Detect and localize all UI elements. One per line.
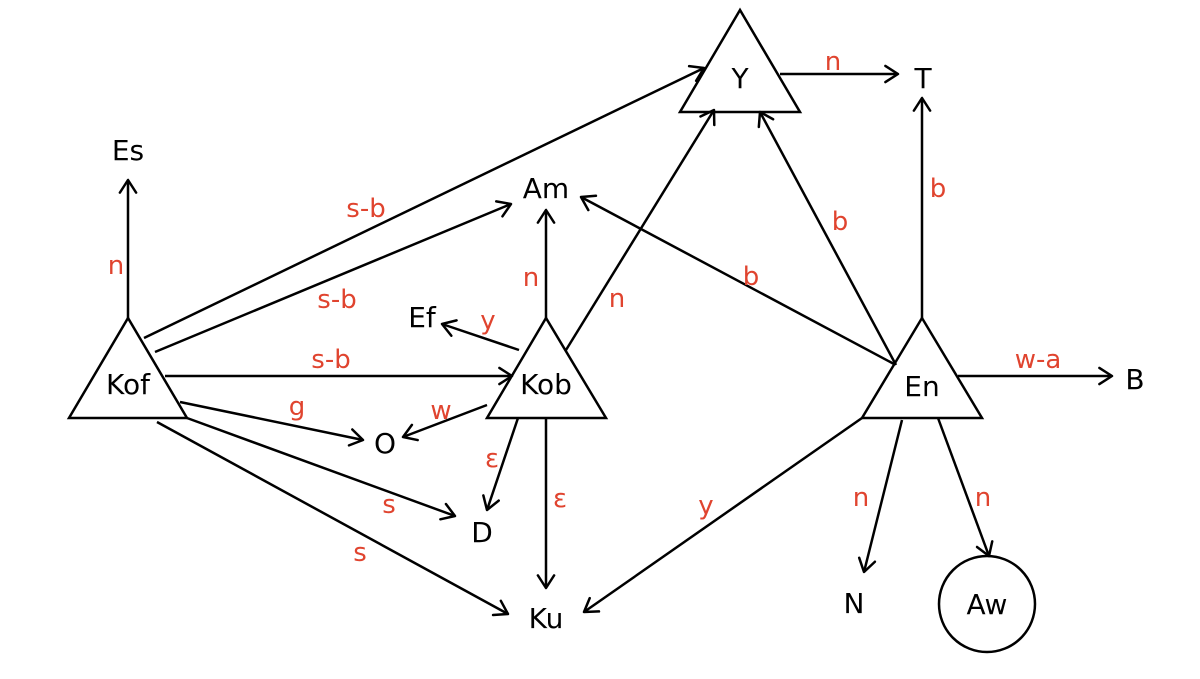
arrowhead-en-aw xyxy=(975,540,994,558)
node-ef: Ef xyxy=(408,301,437,334)
arrowhead-kob-ku xyxy=(536,574,556,590)
edge-label-en-aw: n xyxy=(975,483,991,513)
edge-en-am xyxy=(580,195,895,366)
arrowhead-en-b xyxy=(1098,366,1114,386)
arrowhead-kof-d xyxy=(439,502,457,521)
edge-en-ku xyxy=(583,416,863,614)
arrowhead-kof-kob xyxy=(498,366,514,386)
edge-kof-ku xyxy=(156,420,509,616)
edge-en-y xyxy=(758,111,898,366)
edge-label-kob-am: n xyxy=(523,263,539,293)
edge-label-kof-es: n xyxy=(108,251,124,281)
node-b: B xyxy=(1125,363,1144,396)
edge-label-kof-o: g xyxy=(289,392,306,422)
arrowhead-kob-ef xyxy=(440,319,458,337)
edge-label-en-ku: y xyxy=(698,491,713,521)
node-es: Es xyxy=(112,134,144,167)
edge-label-y-t: n xyxy=(825,47,841,77)
edge-label-en-y: b xyxy=(832,207,849,237)
edge-kob-o xyxy=(402,403,488,439)
arrowhead-kof-o xyxy=(347,428,365,447)
node-kof-triangle xyxy=(66,315,190,420)
arrowhead-y-t xyxy=(884,64,900,84)
arrowhead-en-t xyxy=(912,96,932,112)
edge-label-kob-o: w xyxy=(430,396,451,426)
edge-kob-ef xyxy=(441,322,520,352)
edge-label-en-n: n xyxy=(853,483,869,513)
node-y: Y xyxy=(730,62,749,95)
node-t: T xyxy=(913,62,932,95)
node-ku: Ku xyxy=(529,602,564,635)
node-am: Am xyxy=(523,172,569,205)
edges-layer xyxy=(118,64,1114,617)
arrowhead-en-am xyxy=(579,194,598,212)
edge-label-en-b: w-a xyxy=(1015,345,1062,375)
node-kob: Kob xyxy=(520,368,572,401)
edge-label-kob-ku: ε xyxy=(553,484,567,514)
edge-kof-d xyxy=(186,416,456,518)
arrowhead-kob-d xyxy=(482,494,500,512)
edge-label-kob-d: ε xyxy=(485,444,499,474)
edge-label-kof-ku: s xyxy=(353,538,367,568)
edge-en-n xyxy=(862,419,904,573)
edge-en-aw xyxy=(936,417,991,557)
arrowhead-kob-y xyxy=(699,108,716,127)
node-kof: Kof xyxy=(106,368,151,401)
arrowhead-en-ku xyxy=(582,596,601,614)
edge-label-kof-kob: s-b xyxy=(311,345,350,375)
edge-label-en-t: b xyxy=(930,174,947,204)
arrowhead-kof-y xyxy=(687,64,706,83)
edge-kof-o xyxy=(179,400,364,442)
edge-kof-y xyxy=(143,66,705,340)
arrowhead-kof-am xyxy=(494,200,513,218)
node-y-triangle xyxy=(677,7,803,114)
node-o: O xyxy=(374,427,396,460)
edge-label-kof-y: s-b xyxy=(346,194,385,224)
node-aw: Aw xyxy=(967,588,1008,621)
arrowhead-en-n xyxy=(857,556,877,574)
node-en: En xyxy=(904,370,939,403)
arrowhead-en-y xyxy=(757,110,775,129)
arrowhead-kob-am xyxy=(536,208,556,224)
edge-kob-d xyxy=(485,417,520,511)
edge-label-kof-d: s xyxy=(382,490,396,520)
edge-label-kof-am: s-b xyxy=(317,285,356,315)
edge-kob-y xyxy=(564,109,716,351)
node-en-triangle xyxy=(859,315,985,420)
arrowhead-kob-o xyxy=(401,423,419,442)
edge-label-kob-y: n xyxy=(609,284,625,314)
edge-label-kob-ef: y xyxy=(480,306,495,336)
arrowhead-kof-ku xyxy=(491,599,510,617)
edge-kof-am xyxy=(154,202,512,354)
node-d: D xyxy=(471,516,493,549)
arrowhead-kof-es xyxy=(118,178,138,194)
node-n: N xyxy=(844,587,865,620)
edge-label-en-am: b xyxy=(743,262,760,292)
